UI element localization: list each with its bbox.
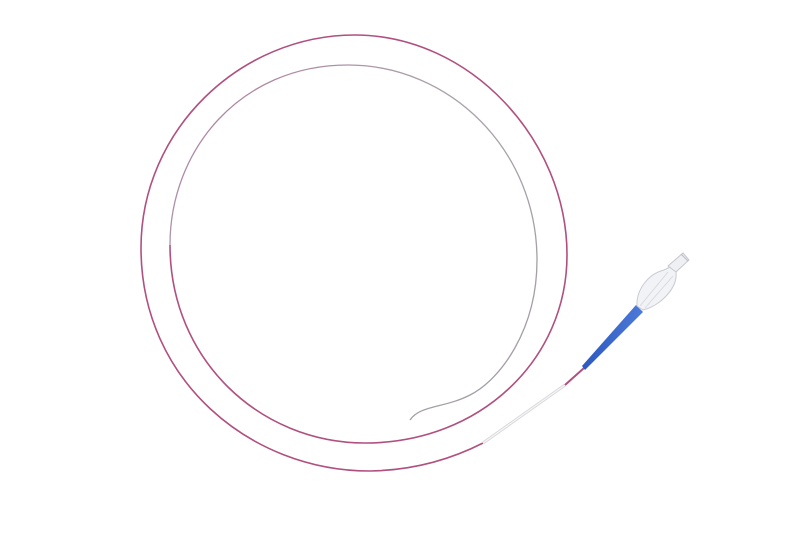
catheter-pink-segment [564,367,585,386]
luer-hub [636,252,690,311]
strain-relief [582,305,643,370]
guidewire-inner-loop [169,64,538,421]
catheter-shaft-outer-loop [140,34,568,472]
